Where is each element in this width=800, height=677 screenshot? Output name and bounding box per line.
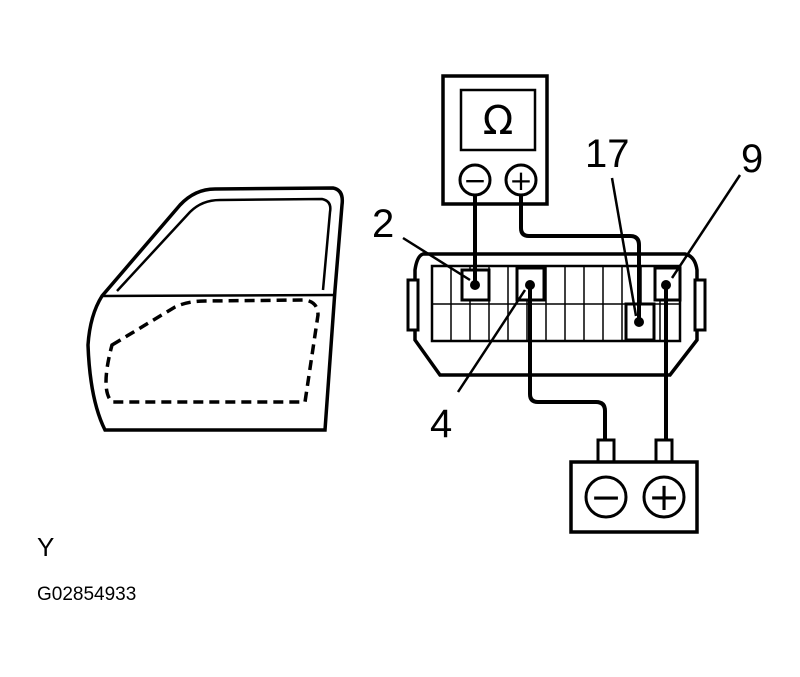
battery-positive-terminal — [642, 475, 686, 519]
pin-label-2: 2 — [372, 202, 394, 246]
pin-label-17: 17 — [585, 132, 630, 176]
connector — [406, 252, 707, 377]
pin-label-4: 4 — [430, 402, 452, 446]
figure-code: G02854933 — [37, 584, 136, 605]
probe-pin4 — [525, 280, 535, 290]
probe-pin17 — [634, 317, 644, 327]
battery-plus-icon: + — [648, 475, 680, 519]
battery-negative-terminal — [584, 475, 628, 519]
leader-pin17 — [610, 177, 638, 317]
ohmmeter: Ω − + — [441, 74, 549, 206]
probe-points — [470, 280, 671, 327]
ohmmeter-plus-icon: + — [509, 164, 532, 197]
battery-minus-icon: − — [590, 475, 622, 519]
view-label: Y — [37, 532, 54, 562]
leader-pin2 — [402, 236, 471, 282]
car-door — [86, 186, 345, 432]
wires — [473, 195, 668, 440]
wire-pin4-to-battery-neg — [528, 285, 607, 440]
ohmmeter-minus-icon: − — [463, 164, 486, 197]
ohm-symbol: Ω — [483, 98, 514, 144]
wire-ohm-pos-to-pin17 — [519, 195, 641, 322]
probe-pin9 — [661, 280, 671, 290]
leader-pin4 — [456, 289, 527, 393]
door-trim-dashed — [104, 298, 320, 404]
leader-lines — [402, 174, 742, 393]
battery: − + — [569, 438, 699, 534]
leader-pin9 — [670, 174, 742, 279]
pin-label-9: 9 — [741, 137, 763, 181]
probe-pin2 — [470, 280, 480, 290]
